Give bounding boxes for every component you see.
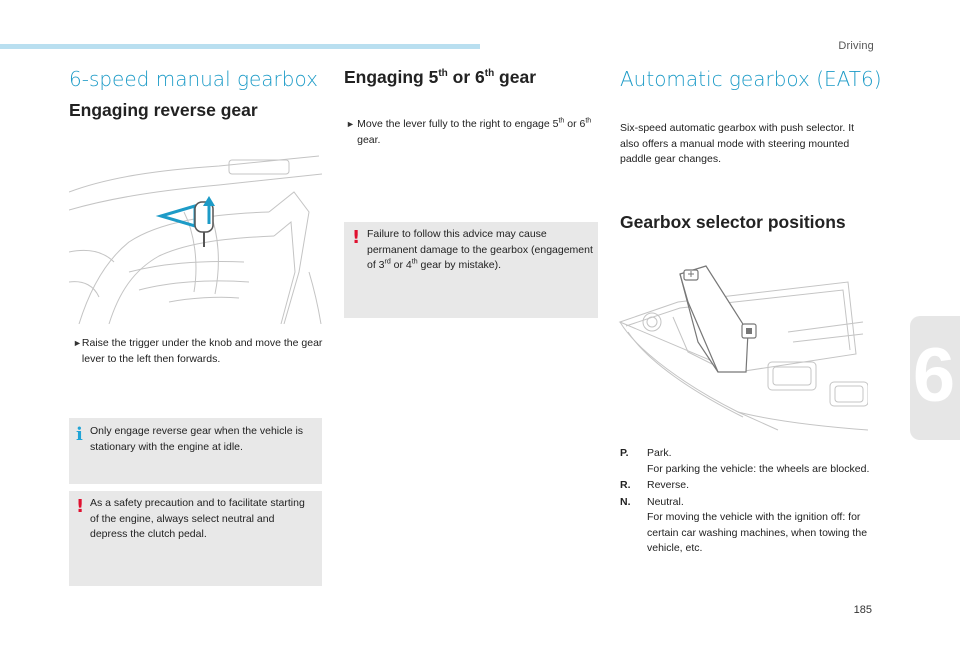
- info-note-box: [69, 418, 322, 484]
- info-note-text: Only engage reverse gear when the vehicl…: [90, 425, 304, 453]
- automatic-gearbox-intro: Six-speed automatic gearbox with push se…: [620, 122, 855, 165]
- selector-positions-subtitle: Gearbox selector positions: [620, 212, 846, 232]
- exclamation-warning-icon: !: [352, 227, 361, 248]
- arrow-bullet-icon: ►: [73, 338, 82, 348]
- fifth-sixth-gear-instruction: ► Move the lever fully to the right to e…: [346, 117, 598, 148]
- arrow-bullet-icon: ►: [346, 119, 355, 129]
- gearbox-warning-text: Failure to follow this advice may cause …: [367, 228, 593, 271]
- warning-note-box: [69, 491, 322, 586]
- fifth-sixth-gear-title: Engaging 5th or 6th gear: [344, 67, 537, 87]
- warning-note-text: As a safety precaution and to facilitate…: [90, 497, 305, 540]
- gearbox-warning-box: [344, 222, 598, 318]
- position-p: P. Park. For parking the vehicle: the wh…: [620, 447, 870, 475]
- automatic-gearbox-title: Automatic gearbox (EAT6): [620, 67, 882, 91]
- position-n: N. Neutral. For moving the vehicle with …: [620, 495, 868, 555]
- gear-selector-illustration: [618, 265, 868, 431]
- position-r: R. Reverse.: [620, 479, 690, 491]
- selector-positions-list: P. Park. For parking the vehicle: the wh…: [620, 446, 890, 558]
- fifth-sixth-gear-instruction-text: Move the lever fully to the right to eng…: [357, 117, 592, 146]
- chapter-number: 6: [912, 333, 956, 418]
- section-label: Driving: [838, 40, 874, 52]
- manual-gearbox-title: 6-speed manual gearbox: [69, 67, 318, 91]
- page-number: 185: [853, 604, 872, 616]
- reverse-gear-illustration: [69, 155, 322, 324]
- info-i-icon: i: [76, 424, 83, 445]
- header-accent-bar: [0, 44, 480, 49]
- reverse-gear-instruction-text: Raise the trigger under the knob and mov…: [81, 337, 323, 365]
- reverse-gear-subtitle: Engaging reverse gear: [69, 100, 258, 120]
- reverse-gear-instruction: ► Raise the trigger under the knob and m…: [73, 336, 323, 367]
- exclamation-warning-icon: !: [76, 496, 85, 517]
- chapter-tab: [910, 316, 960, 440]
